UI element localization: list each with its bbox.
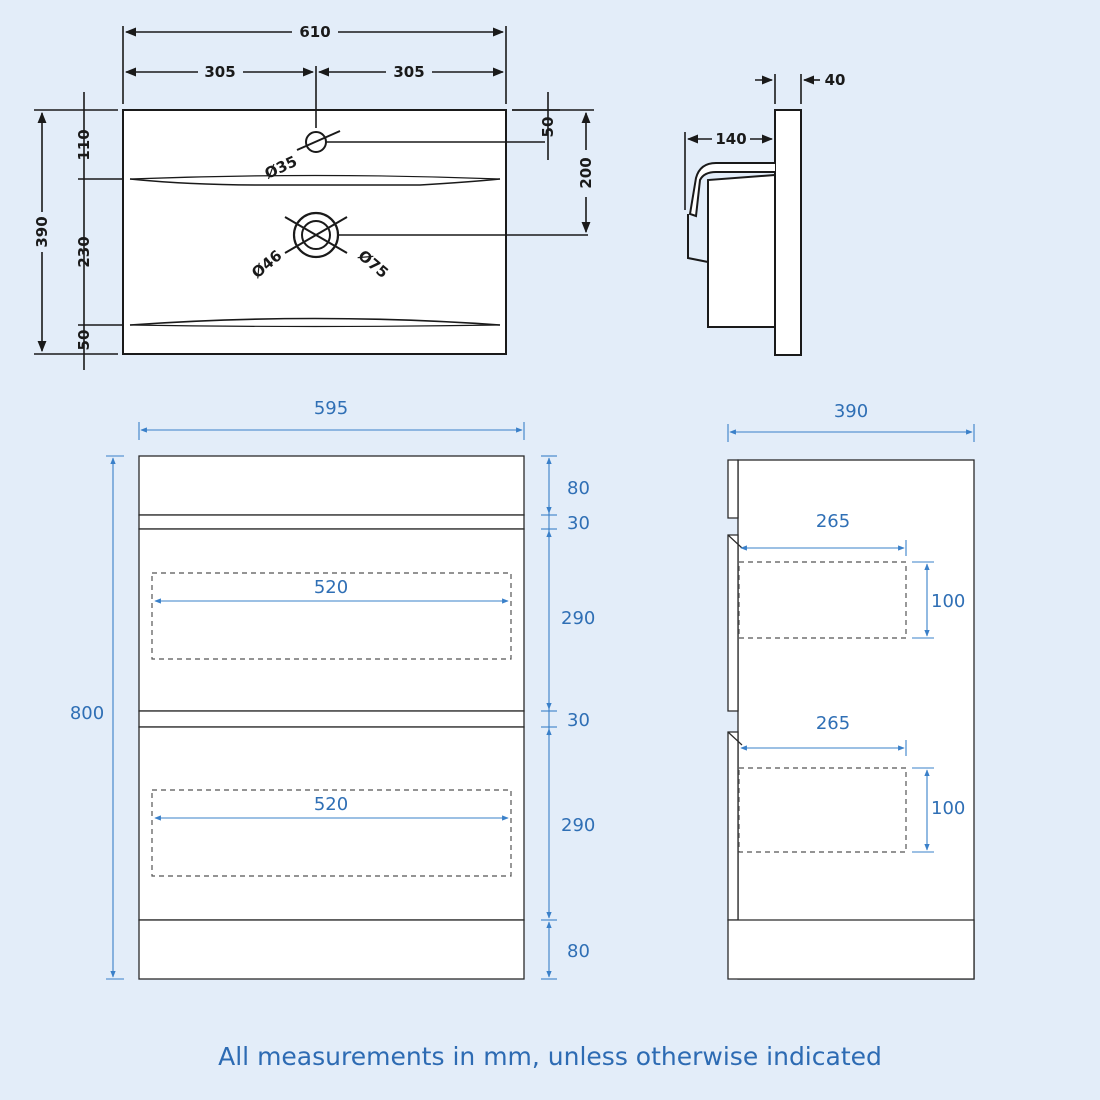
- dim-265-2: 265: [816, 713, 850, 734]
- basin-side-view: 40 140: [684, 71, 846, 356]
- basin-side-bowl: [707, 173, 776, 328]
- bowl-upper-edge: [129, 178, 501, 186]
- cabinet-front-view: 520 520 595 800 80 30: [70, 398, 595, 980]
- dim-265-1: 265: [816, 511, 850, 532]
- dim-390: 390: [33, 216, 51, 247]
- cabinet-side-view: 390 265 100 265 100: [727, 401, 975, 980]
- dim-100-1: 100: [931, 591, 965, 612]
- side-top-front: [727, 459, 739, 519]
- dim-50-tap: 50: [539, 117, 557, 138]
- dim-305-right: 305: [393, 63, 424, 81]
- basin-side-lip: [774, 109, 802, 356]
- bowl-upper-rim: [129, 174, 501, 180]
- basin-side-top-edge: [688, 162, 775, 218]
- basin-side-underside: [687, 214, 709, 263]
- dim-520-2: 520: [314, 794, 348, 815]
- dim-520-1: 520: [314, 577, 348, 598]
- dim-800: 800: [70, 703, 104, 724]
- cabinet-gap-2: [138, 710, 525, 728]
- side-plinth: [727, 919, 975, 980]
- bowl-lower-edge: [129, 317, 501, 326]
- dim-595: 595: [314, 398, 348, 419]
- basin-top-view: Ø35 Ø46 Ø75 610 305 305 390 110 230 50 5: [33, 23, 595, 370]
- drawer-1-inner: [151, 572, 512, 660]
- cabinet-plinth: [138, 919, 525, 980]
- dim-100-2: 100: [931, 798, 965, 819]
- dim-50-front: 50: [75, 330, 93, 351]
- dim-110: 110: [75, 129, 93, 160]
- tap-hole-leader: [296, 130, 341, 151]
- dim-gap-2: 30: [567, 710, 590, 731]
- dim-side-390: 390: [834, 401, 868, 422]
- dim-top-rail: 80: [567, 478, 590, 499]
- front-height-chain: [541, 455, 557, 980]
- side-drawer-1-front: [727, 534, 739, 712]
- cabinet-drawer-2: [138, 726, 525, 921]
- bowl-lower-rim: [129, 324, 501, 328]
- waste-cross-b: [284, 216, 348, 254]
- cabinet-top-rail: [138, 455, 525, 516]
- footer-note: All measurements in mm, unless otherwise…: [218, 1042, 882, 1071]
- dim-drawer-2: 290: [561, 815, 595, 836]
- dim-610: 610: [299, 23, 330, 41]
- dim-gap-1: 30: [567, 513, 590, 534]
- cabinet-drawer-1: [138, 528, 525, 712]
- side-drawer-1-inner: [738, 561, 907, 639]
- dim-140: 140: [715, 130, 746, 148]
- dim-plinth: 80: [567, 941, 590, 962]
- drawer-2-inner: [151, 789, 512, 877]
- dim-230: 230: [75, 236, 93, 267]
- side-drawer-2-inner: [738, 767, 907, 853]
- dim-200: 200: [577, 157, 595, 188]
- side-drawer-2-front: [727, 731, 739, 921]
- cabinet-gap-1: [138, 514, 525, 530]
- cabinet-side-body: [737, 459, 975, 980]
- dim-305-left: 305: [204, 63, 235, 81]
- dim-40: 40: [825, 71, 846, 89]
- dim-drawer-1: 290: [561, 608, 595, 629]
